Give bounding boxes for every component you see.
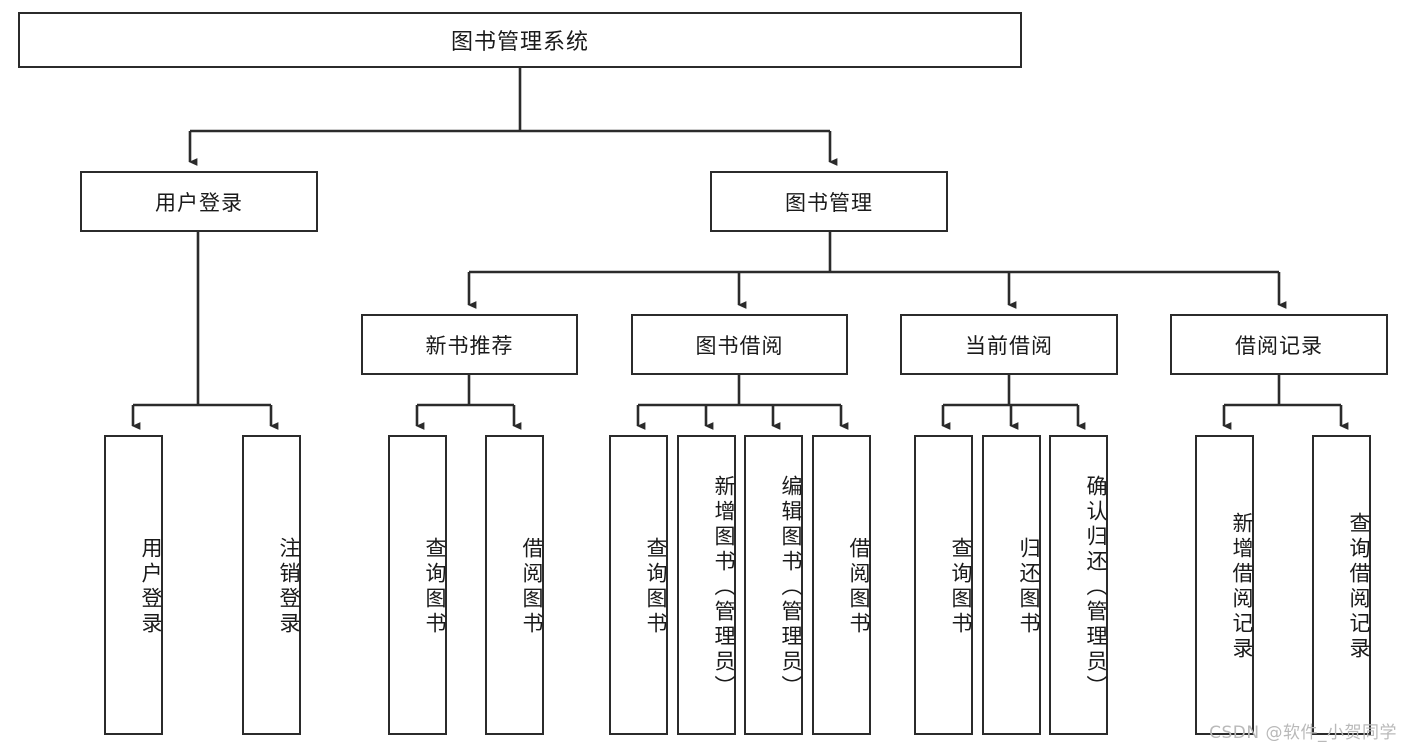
node-label: 借阅图书: [847, 537, 871, 637]
leaf-user-login-login[interactable]: 用户登录: [104, 435, 163, 735]
leaf-borrow-query-book[interactable]: 查询图书: [609, 435, 668, 735]
leaf-current-query-book[interactable]: 查询图书: [914, 435, 973, 735]
node-label: 新增借阅记录: [1230, 512, 1254, 662]
node-label: 归还图书: [1017, 537, 1041, 637]
leaf-current-return-book[interactable]: 归还图书: [982, 435, 1041, 735]
watermark: CSDN @软件_小贺同学: [1209, 723, 1397, 743]
leaf-borrow-edit-book[interactable]: 编辑图书（管理员）: [744, 435, 803, 735]
node-label: 查询图书: [949, 537, 973, 637]
node-root-system[interactable]: 图书管理系统: [18, 12, 1022, 68]
node-label: 新增图书（管理员）: [712, 474, 736, 700]
node-new-book-recommend[interactable]: 新书推荐: [361, 314, 578, 375]
node-label: 图书管理系统: [450, 30, 589, 55]
node-borrow-record[interactable]: 借阅记录: [1170, 314, 1388, 375]
node-user-login[interactable]: 用户登录: [80, 171, 318, 232]
node-label: 查询图书: [644, 537, 668, 637]
leaf-current-confirm-return[interactable]: 确认归还（管理员）: [1049, 435, 1108, 735]
node-label: 借阅记录: [1235, 333, 1323, 358]
node-book-management[interactable]: 图书管理: [710, 171, 948, 232]
node-current-borrow[interactable]: 当前借阅: [900, 314, 1118, 375]
leaf-borrow-add-book[interactable]: 新增图书（管理员）: [677, 435, 736, 735]
node-label: 用户登录: [155, 190, 243, 215]
node-label: 编辑图书（管理员）: [779, 474, 803, 700]
node-label: 查询图书: [423, 537, 447, 637]
node-label: 当前借阅: [965, 333, 1053, 358]
node-book-borrow[interactable]: 图书借阅: [631, 314, 848, 375]
node-label: 确认归还（管理员）: [1084, 474, 1108, 700]
node-label: 用户登录: [139, 537, 163, 637]
node-label: 借阅图书: [520, 537, 544, 637]
node-label: 注销登录: [277, 537, 301, 637]
node-label: 图书借阅: [695, 333, 784, 358]
leaf-recommend-query-book[interactable]: 查询图书: [388, 435, 447, 735]
node-label: 新书推荐: [425, 333, 514, 358]
leaf-record-add-record[interactable]: 新增借阅记录: [1195, 435, 1254, 735]
leaf-recommend-borrow-book[interactable]: 借阅图书: [485, 435, 544, 735]
node-label: 图书管理: [785, 190, 873, 215]
leaf-user-login-logout[interactable]: 注销登录: [242, 435, 301, 735]
leaf-borrow-borrow-book[interactable]: 借阅图书: [812, 435, 871, 735]
node-label: 查询借阅记录: [1347, 512, 1371, 662]
leaf-record-query-record[interactable]: 查询借阅记录: [1312, 435, 1371, 735]
